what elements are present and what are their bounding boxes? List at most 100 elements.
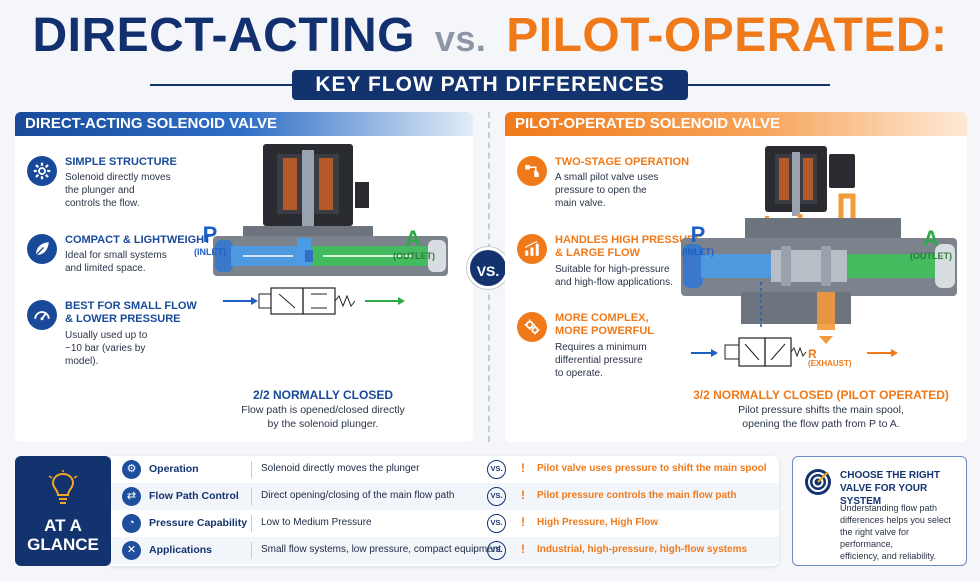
gauge-icon xyxy=(27,300,57,330)
page-title: DIRECT-ACTING vs. PILOT-OPERATED: xyxy=(0,6,980,69)
schematic-desc-line: Flow path is opened/closed directly xyxy=(241,404,405,416)
feature-title: & LOWER PRESSURE xyxy=(65,313,181,325)
table-row: ⚙ Operation Solenoid directly moves the … xyxy=(111,456,779,483)
feature-desc-line: Usually used up to xyxy=(65,330,148,341)
row-direct-value: Low to Medium Pressure xyxy=(261,517,372,528)
title-direct-acting: DIRECT-ACTING xyxy=(32,9,415,62)
outlet-port-label: A (OUTLET) xyxy=(909,228,953,261)
alert-icon: ! xyxy=(521,515,525,529)
feature-title: MORE POWERFUL xyxy=(555,325,654,337)
feature-title: HANDLES HIGH PRESSURE xyxy=(555,234,703,246)
feature-small-flow: BEST FOR SMALL FLOW & LOWER PRESSURE Usu… xyxy=(27,300,197,367)
feature-two-stage: TWO-STAGE OPERATION A small pilot valve … xyxy=(517,156,689,216)
alert-icon: ! xyxy=(521,488,525,502)
feature-title: COMPACT & LIGHTWEIGHT xyxy=(65,234,211,246)
row-separator xyxy=(251,515,252,532)
glance-title: AT A GLANCE xyxy=(15,516,111,554)
vs-badge: VS. xyxy=(467,247,509,289)
schematic-title: 2/2 NORMALLY CLOSED xyxy=(252,388,394,402)
feature-desc-line: the plunger and xyxy=(65,185,135,196)
feature-desc-line: Ideal for small systems xyxy=(65,250,167,261)
feature-simple-structure: SIMPLE STRUCTURE Solenoid directly moves… xyxy=(27,156,177,216)
choose-desc: Understanding flow path differences help… xyxy=(840,502,964,562)
row-direct-value: Small flow systems, low pressure, compac… xyxy=(261,544,502,555)
feature-title: TWO-STAGE OPERATION xyxy=(555,156,690,168)
flow-icon xyxy=(517,156,547,186)
gear-icon: ⚙ xyxy=(122,460,141,479)
choose-desc-line: differences helps you select xyxy=(840,515,951,525)
outlet-port-label: A (OUTLET) xyxy=(393,226,435,261)
row-label: Flow Path Control xyxy=(149,490,239,502)
at-a-glance-box: AT A GLANCE xyxy=(15,456,111,566)
schematic-desc-line: opening the flow path from P to A. xyxy=(742,418,900,430)
inlet-letter: P xyxy=(690,222,706,247)
feature-more-complex: MORE COMPLEX, MORE POWERFUL Requires a m… xyxy=(517,312,667,382)
row-vs-badge: VS. xyxy=(487,541,506,560)
feature-desc-line: Suitable for high-pressure xyxy=(555,264,670,275)
choose-desc-line: Understanding flow path xyxy=(840,503,938,513)
row-pilot-value: Pilot valve uses pressure to shift the m… xyxy=(537,463,767,474)
feature-desc-line: controls the flow. xyxy=(65,198,140,209)
choose-desc-line: efficiency, and reliability. xyxy=(840,551,937,561)
alert-icon: ! xyxy=(521,461,525,475)
feature-title: SIMPLE STRUCTURE xyxy=(65,156,177,168)
choose-desc-line: the right valve for performance, xyxy=(840,527,910,549)
exhaust-letter: R xyxy=(808,347,817,361)
row-vs-badge: VS. xyxy=(487,460,506,479)
row-separator xyxy=(251,488,252,505)
inlet-letter: P xyxy=(202,222,218,247)
direct-acting-valve-illustration xyxy=(213,144,448,315)
row-vs-badge: VS. xyxy=(487,514,506,533)
feature-desc-line: pressure to open the xyxy=(555,185,647,196)
inlet-text: (INLET) xyxy=(682,247,714,257)
row-vs-badge: VS. xyxy=(487,487,506,506)
outlet-letter: A xyxy=(923,226,939,251)
feature-title: BEST FOR SMALL FLOW xyxy=(65,300,197,312)
target-icon xyxy=(805,469,831,495)
feature-desc-line: A small pilot valve uses xyxy=(555,172,659,183)
table-row: ✕ Applications Small flow systems, low p… xyxy=(111,537,779,564)
choose-title: CHOOSE THE RIGHT VALVE FOR YOUR SYSTEM xyxy=(840,469,966,508)
gear-icon xyxy=(27,156,57,186)
title-pilot-operated: PILOT-OPERATED: xyxy=(506,9,948,62)
row-direct-value: Solenoid directly moves the plunger xyxy=(261,463,420,474)
schematic-desc-line: Pilot pressure shifts the main spool, xyxy=(738,404,904,416)
choose-title-line: VALVE FOR YOUR SYSTEM xyxy=(840,483,928,507)
feature-desc-line: to operate. xyxy=(555,368,603,379)
lightbulb-icon xyxy=(48,470,78,504)
pilot-operated-valve-illustration xyxy=(681,146,957,367)
row-label: Applications xyxy=(149,544,213,556)
row-pilot-value: Pilot pressure controls the main flow pa… xyxy=(537,490,737,501)
comparison-table: ⚙ Operation Solenoid directly moves the … xyxy=(111,456,779,566)
table-row: ⇄ Flow Path Control Direct opening/closi… xyxy=(111,483,779,510)
row-separator xyxy=(251,461,252,478)
alert-icon: ! xyxy=(521,542,525,556)
choose-title-line: CHOOSE THE RIGHT xyxy=(840,470,941,481)
glance-title-line: AT A xyxy=(44,516,82,535)
row-pilot-value: High Pressure, High Flow xyxy=(537,517,659,528)
glance-title-line: GLANCE xyxy=(27,535,99,554)
feature-desc-line: and limited space. xyxy=(65,263,146,274)
pilot-operated-panel: PILOT-OPERATED SOLENOID VALVE TWO-STAGE … xyxy=(505,112,967,442)
feature-compact: COMPACT & LIGHTWEIGHT Ideal for small sy… xyxy=(27,234,211,274)
subtitle-rule-right xyxy=(688,84,830,86)
outlet-text: (OUTLET) xyxy=(910,251,952,261)
schematic-desc-line: by the solenoid plunger. xyxy=(267,418,379,430)
inlet-port-label: P (INLET) xyxy=(193,224,227,257)
feature-desc-line: main valve. xyxy=(555,198,606,209)
subtitle-rule-left xyxy=(150,84,292,86)
row-label: Operation xyxy=(149,463,199,475)
feature-high-pressure: HANDLES HIGH PRESSURE & LARGE FLOW Suita… xyxy=(517,234,702,288)
row-label: Pressure Capability xyxy=(149,517,248,529)
exhaust-port-label: R (EXHAUST) xyxy=(808,348,858,368)
feature-title: & LARGE FLOW xyxy=(555,247,640,259)
outlet-letter: A xyxy=(405,226,421,251)
feature-desc-line: Requires a minimum xyxy=(555,342,647,353)
wrench-icon: ✕ xyxy=(122,541,141,560)
table-row: ◔ Pressure Capability Low to Medium Pres… xyxy=(111,510,779,537)
row-direct-value: Direct opening/closing of the main flow … xyxy=(261,490,455,501)
exhaust-text: (EXHAUST) xyxy=(808,359,852,368)
feature-desc-line: differential pressure xyxy=(555,355,643,366)
schematic-title: 3/2 NORMALLY CLOSED (PILOT OPERATED) xyxy=(693,388,949,402)
title-vs: vs. xyxy=(434,18,487,59)
